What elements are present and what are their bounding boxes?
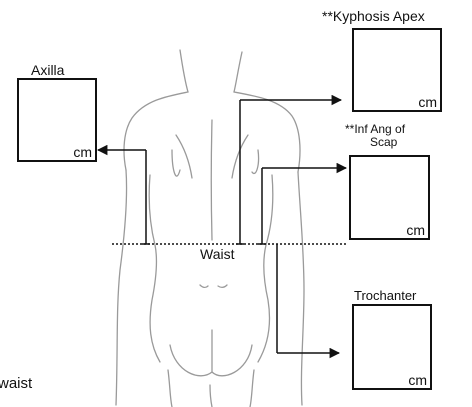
axilla-input-box[interactable]: cm xyxy=(17,78,97,162)
inf-ang-unit: cm xyxy=(406,222,425,238)
inf-ang-measure-line xyxy=(258,168,346,244)
trochanter-label: Trochanter xyxy=(354,288,416,303)
axilla-unit: cm xyxy=(73,144,92,160)
trochanter-measure-line xyxy=(277,244,339,353)
kyphosis-unit: cm xyxy=(418,94,437,110)
trochanter-unit: cm xyxy=(408,372,427,388)
cropped-waist-label: waist xyxy=(0,376,32,391)
axilla-measure-line xyxy=(98,150,150,244)
waist-label: Waist xyxy=(200,247,234,262)
inf-ang-label-line2: Scap xyxy=(370,136,397,149)
inf-ang-scap-input-box[interactable]: cm xyxy=(349,155,430,240)
kyphosis-measure-line xyxy=(236,100,341,244)
kyphosis-apex-input-box[interactable]: cm xyxy=(352,28,442,112)
trochanter-input-box[interactable]: cm xyxy=(352,304,432,390)
kyphosis-apex-label: **Kyphosis Apex xyxy=(322,9,425,24)
axilla-label: Axilla xyxy=(31,63,64,78)
